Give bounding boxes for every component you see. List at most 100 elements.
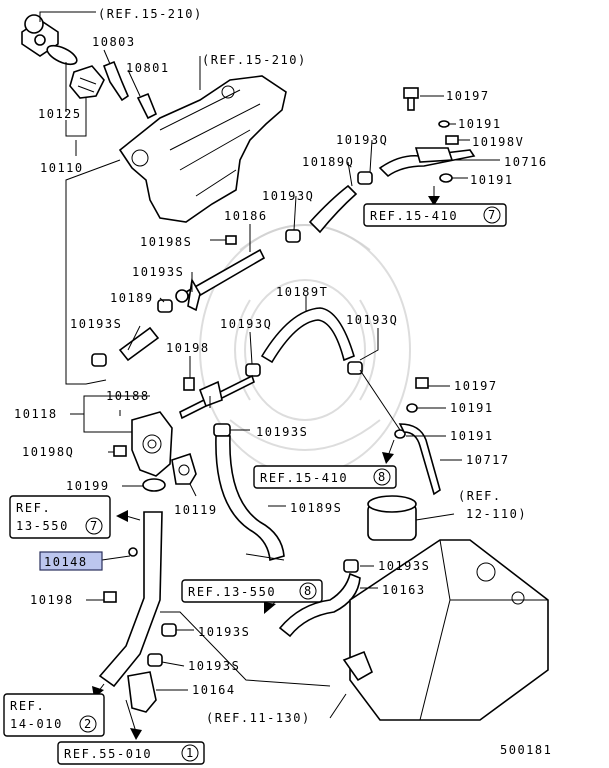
label-ref-11-130[interactable]: (REF.11-130)	[206, 711, 311, 725]
water-pipe-10186-part[interactable]	[175, 248, 266, 312]
ref-14-010-2-line1: REF.	[10, 699, 45, 713]
ref-14-010-2-num: 2	[84, 717, 93, 731]
label-10199[interactable]: 10199	[66, 479, 110, 493]
label-10118[interactable]: 10118	[14, 407, 58, 421]
label-10801[interactable]: 10801	[126, 61, 170, 75]
clamp-10193S-f[interactable]	[147, 653, 163, 667]
label-10125[interactable]: 10125	[38, 107, 82, 121]
bolt-10197-top-part[interactable]	[403, 87, 419, 111]
label-10119[interactable]: 10119	[174, 503, 218, 517]
clamp-10193Q-upper-a[interactable]	[357, 171, 373, 185]
label-10164[interactable]: 10164	[192, 683, 236, 697]
bolt-10198Q-part[interactable]	[113, 445, 127, 457]
label-10193S-b[interactable]: 10193S	[70, 317, 122, 331]
label-10716[interactable]: 10716	[504, 155, 548, 169]
bolt-10198S-part[interactable]	[225, 235, 237, 245]
label-10110[interactable]: 10110	[40, 161, 84, 175]
sensor-10801-part[interactable]	[136, 92, 158, 120]
hose-10189S-part[interactable]	[215, 435, 285, 562]
label-ref-12-110-b[interactable]: 12-110)	[466, 507, 527, 521]
label-10191-d[interactable]: 10191	[450, 429, 494, 443]
label-10186[interactable]: 10186	[224, 209, 268, 223]
clamp-10193S-a[interactable]	[157, 299, 173, 313]
label-10163[interactable]: 10163	[382, 583, 426, 597]
pipe-10717-part[interactable]	[398, 423, 441, 496]
label-10198-b[interactable]: 10198	[30, 593, 74, 607]
label-ref-12-110-a[interactable]: (REF.	[458, 489, 502, 503]
washer-10191-right-a[interactable]	[406, 403, 418, 413]
label-10197-b[interactable]: 10197	[454, 379, 498, 393]
pipe-10148-part[interactable]	[98, 511, 163, 688]
ref-13-550-7-line1: REF.	[16, 501, 51, 515]
ref-55-010-1-num: 1	[186, 746, 195, 760]
ref-14-010-2-line2: 14-010	[10, 717, 63, 731]
label-10189S[interactable]: 10189S	[290, 501, 342, 515]
label-10198[interactable]: 10198	[166, 341, 210, 355]
bolt-10198-lower[interactable]	[103, 591, 117, 603]
hose-10163-part[interactable]	[278, 572, 361, 638]
clamp-10193Q-c[interactable]	[245, 363, 261, 377]
ref-box-15-410-8[interactable]: REF.15-410 8	[253, 465, 397, 489]
clamp-10193Q-d[interactable]	[347, 361, 363, 375]
oil-filter-part	[367, 495, 417, 541]
bolt-10198V-part[interactable]	[445, 135, 459, 145]
label-10191-a[interactable]: 10191	[458, 117, 502, 131]
diagram-number: 500181	[500, 743, 552, 757]
label-10191-b[interactable]: 10191	[470, 173, 514, 187]
label-10148[interactable]: 10148	[44, 555, 88, 569]
gasket-10119-part[interactable]	[171, 452, 197, 485]
ref-55-010-1-text: REF.55-010	[64, 747, 152, 761]
ref-13-550-7-num: 7	[90, 519, 99, 533]
label-10193Q-a[interactable]: 10193Q	[336, 133, 388, 147]
label-10193Q-b[interactable]: 10193Q	[262, 189, 314, 203]
label-10188[interactable]: 10188	[106, 389, 150, 403]
pipe-10716-part[interactable]	[378, 147, 476, 178]
clamp-10193Q-upper-b[interactable]	[285, 229, 301, 243]
ref-box-14-010-2[interactable]: REF. 14-010 2	[3, 693, 105, 737]
oring-10199-part[interactable]	[142, 478, 166, 492]
label-ref-15-210-a[interactable]: (REF.15-210)	[98, 7, 203, 21]
fitting-10164-part[interactable]	[127, 671, 157, 713]
label-10803[interactable]: 10803	[92, 35, 136, 49]
clamp-10193S-c[interactable]	[213, 423, 231, 437]
label-10197-a[interactable]: 10197	[446, 89, 490, 103]
label-10189[interactable]: 10189	[110, 291, 154, 305]
label-10193S-c[interactable]: 10193S	[256, 425, 308, 439]
ref-13-550-7-line2: 13-550	[16, 519, 69, 533]
sensor-10803-part[interactable]	[102, 60, 129, 102]
label-10193S-d[interactable]: 10193S	[378, 559, 430, 573]
label-10193Q-c[interactable]: 10193Q	[220, 317, 272, 331]
highlight-10148[interactable]: 10148	[39, 551, 103, 571]
ref-box-13-550-7[interactable]: REF. 13-550 7	[9, 495, 111, 539]
label-10191-c[interactable]: 10191	[450, 401, 494, 415]
clamp-10193S-d[interactable]	[343, 559, 359, 573]
hose-10189T-part[interactable]	[260, 307, 355, 364]
bolt-10198-center[interactable]	[183, 377, 195, 391]
label-10193S-e[interactable]: 10193S	[198, 625, 250, 639]
ref-box-13-550-8[interactable]: REF.13-550 8	[181, 579, 323, 603]
label-10193Q-d[interactable]: 10193Q	[346, 313, 398, 327]
clamp-10193S-b[interactable]	[91, 353, 107, 367]
label-10198Q[interactable]: 10198Q	[22, 445, 74, 459]
ref-box-15-410-7[interactable]: REF.15-410 7	[363, 203, 507, 227]
label-ref-15-210-b[interactable]: (REF.15-210)	[202, 53, 307, 67]
washer-10191-top-b[interactable]	[439, 173, 453, 183]
label-10189T[interactable]: 10189T	[276, 285, 328, 299]
hose-10189Q-part[interactable]	[308, 184, 358, 234]
label-10717[interactable]: 10717	[466, 453, 510, 467]
label-10193S-a[interactable]: 10193S	[132, 265, 184, 279]
label-10198S[interactable]: 10198S	[140, 235, 192, 249]
stud-10188-part[interactable]	[179, 374, 255, 420]
label-10193S-f[interactable]: 10193S	[188, 659, 240, 673]
washer-10191-top-a[interactable]	[438, 120, 450, 128]
ref-box-55-010-1[interactable]: REF.55-010 1	[57, 741, 205, 765]
hose-10189-part[interactable]	[118, 326, 160, 362]
gasket-10125-part[interactable]	[45, 42, 80, 68]
clamp-10193S-e[interactable]	[161, 623, 177, 637]
water-outlet-10118-part[interactable]	[131, 411, 173, 477]
bolt-10197-right[interactable]	[415, 377, 429, 389]
thermostat-10110-part[interactable]	[69, 65, 105, 99]
label-10198V[interactable]: 10198V	[472, 135, 524, 149]
label-10189Q[interactable]: 10189Q	[302, 155, 354, 169]
